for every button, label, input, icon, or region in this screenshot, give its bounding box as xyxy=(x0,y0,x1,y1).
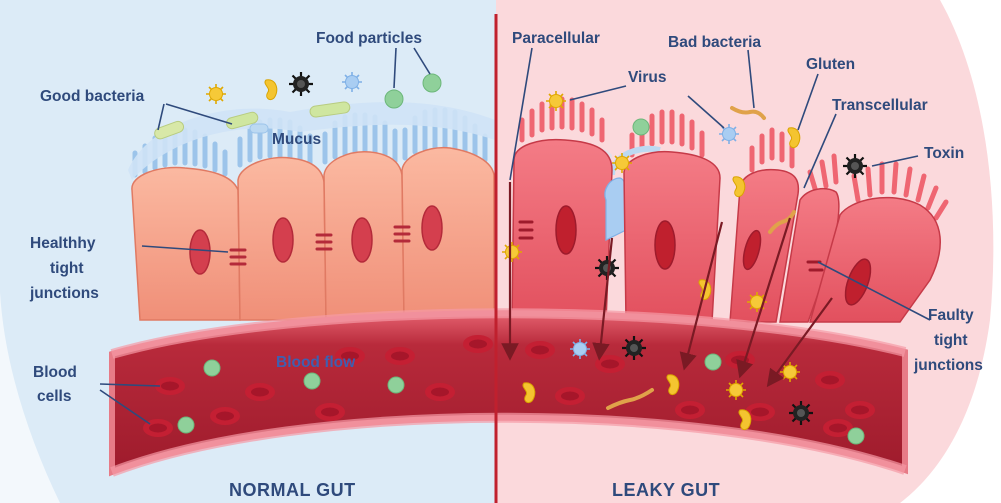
virus-icon xyxy=(570,339,590,359)
virus-icon xyxy=(342,72,362,92)
bacteria-icon xyxy=(250,124,268,133)
label-faulty-tight-junctions-line2: tight xyxy=(934,332,968,349)
food-particle-icon xyxy=(848,428,864,444)
label-healthy-tight-junctions-line3: junctions xyxy=(29,285,99,302)
label-virus: Virus xyxy=(628,69,667,86)
label-healthy-tight-junctions-line1: Healthhy xyxy=(30,235,96,252)
toxin-icon xyxy=(843,154,867,178)
blood-cell-icon xyxy=(555,387,585,405)
food-particle-icon xyxy=(304,373,320,389)
virus-icon xyxy=(206,84,226,104)
blood-cell-icon xyxy=(675,401,705,419)
food-particle-icon xyxy=(385,90,403,108)
virus-icon xyxy=(612,153,632,173)
virus-icon xyxy=(502,242,522,262)
toxin-icon xyxy=(789,401,813,425)
food-particle-icon xyxy=(388,377,404,393)
label-good-bacteria: Good bacteria xyxy=(40,88,145,105)
blood-cell-icon xyxy=(815,371,845,389)
blood-cell-icon xyxy=(245,383,275,401)
title-leaky-gut: LEAKY GUT xyxy=(612,480,720,500)
blood-cell-icon xyxy=(210,407,240,425)
toxin-icon xyxy=(622,336,646,360)
label-mucus: Mucus xyxy=(272,131,321,148)
label-transcellular: Transcellular xyxy=(832,97,928,114)
label-food-particles: Food particles xyxy=(316,30,422,47)
blood-cell-icon xyxy=(315,403,345,421)
blood-cell-icon xyxy=(385,347,415,365)
label-faulty-tight-junctions-line3: junctions xyxy=(913,357,983,374)
virus-icon xyxy=(546,91,566,111)
blood-cell-icon xyxy=(425,383,455,401)
label-healthy-tight-junctions-line2: tight xyxy=(50,260,84,277)
food-particle-icon xyxy=(204,360,220,376)
virus-icon xyxy=(726,380,746,400)
label-toxin: Toxin xyxy=(924,145,964,162)
title-normal-gut: NORMAL GUT xyxy=(229,480,356,500)
label-paracellular: Paracellular xyxy=(512,30,600,47)
toxin-icon xyxy=(289,72,313,96)
food-particle-icon xyxy=(705,354,721,370)
label-faulty-tight-junctions-line1: Faulty xyxy=(928,307,974,324)
label-blood-cells-line1: Blood xyxy=(33,364,77,381)
label-gluten: Gluten xyxy=(806,56,855,73)
food-particle-icon xyxy=(423,74,441,92)
blood-cell-icon xyxy=(845,401,875,419)
food-particle-icon xyxy=(178,417,194,433)
label-blood-cells-line2: cells xyxy=(37,388,71,405)
food-particle-icon xyxy=(633,119,649,135)
blood-cell-icon xyxy=(525,341,555,359)
blood-cell-icon xyxy=(595,355,625,373)
blood-cell-icon xyxy=(463,335,493,353)
label-blood-flow: Blood flow xyxy=(276,354,356,371)
label-bad-bacteria: Bad bacteria xyxy=(668,34,761,51)
blood-cell-icon xyxy=(725,351,755,369)
